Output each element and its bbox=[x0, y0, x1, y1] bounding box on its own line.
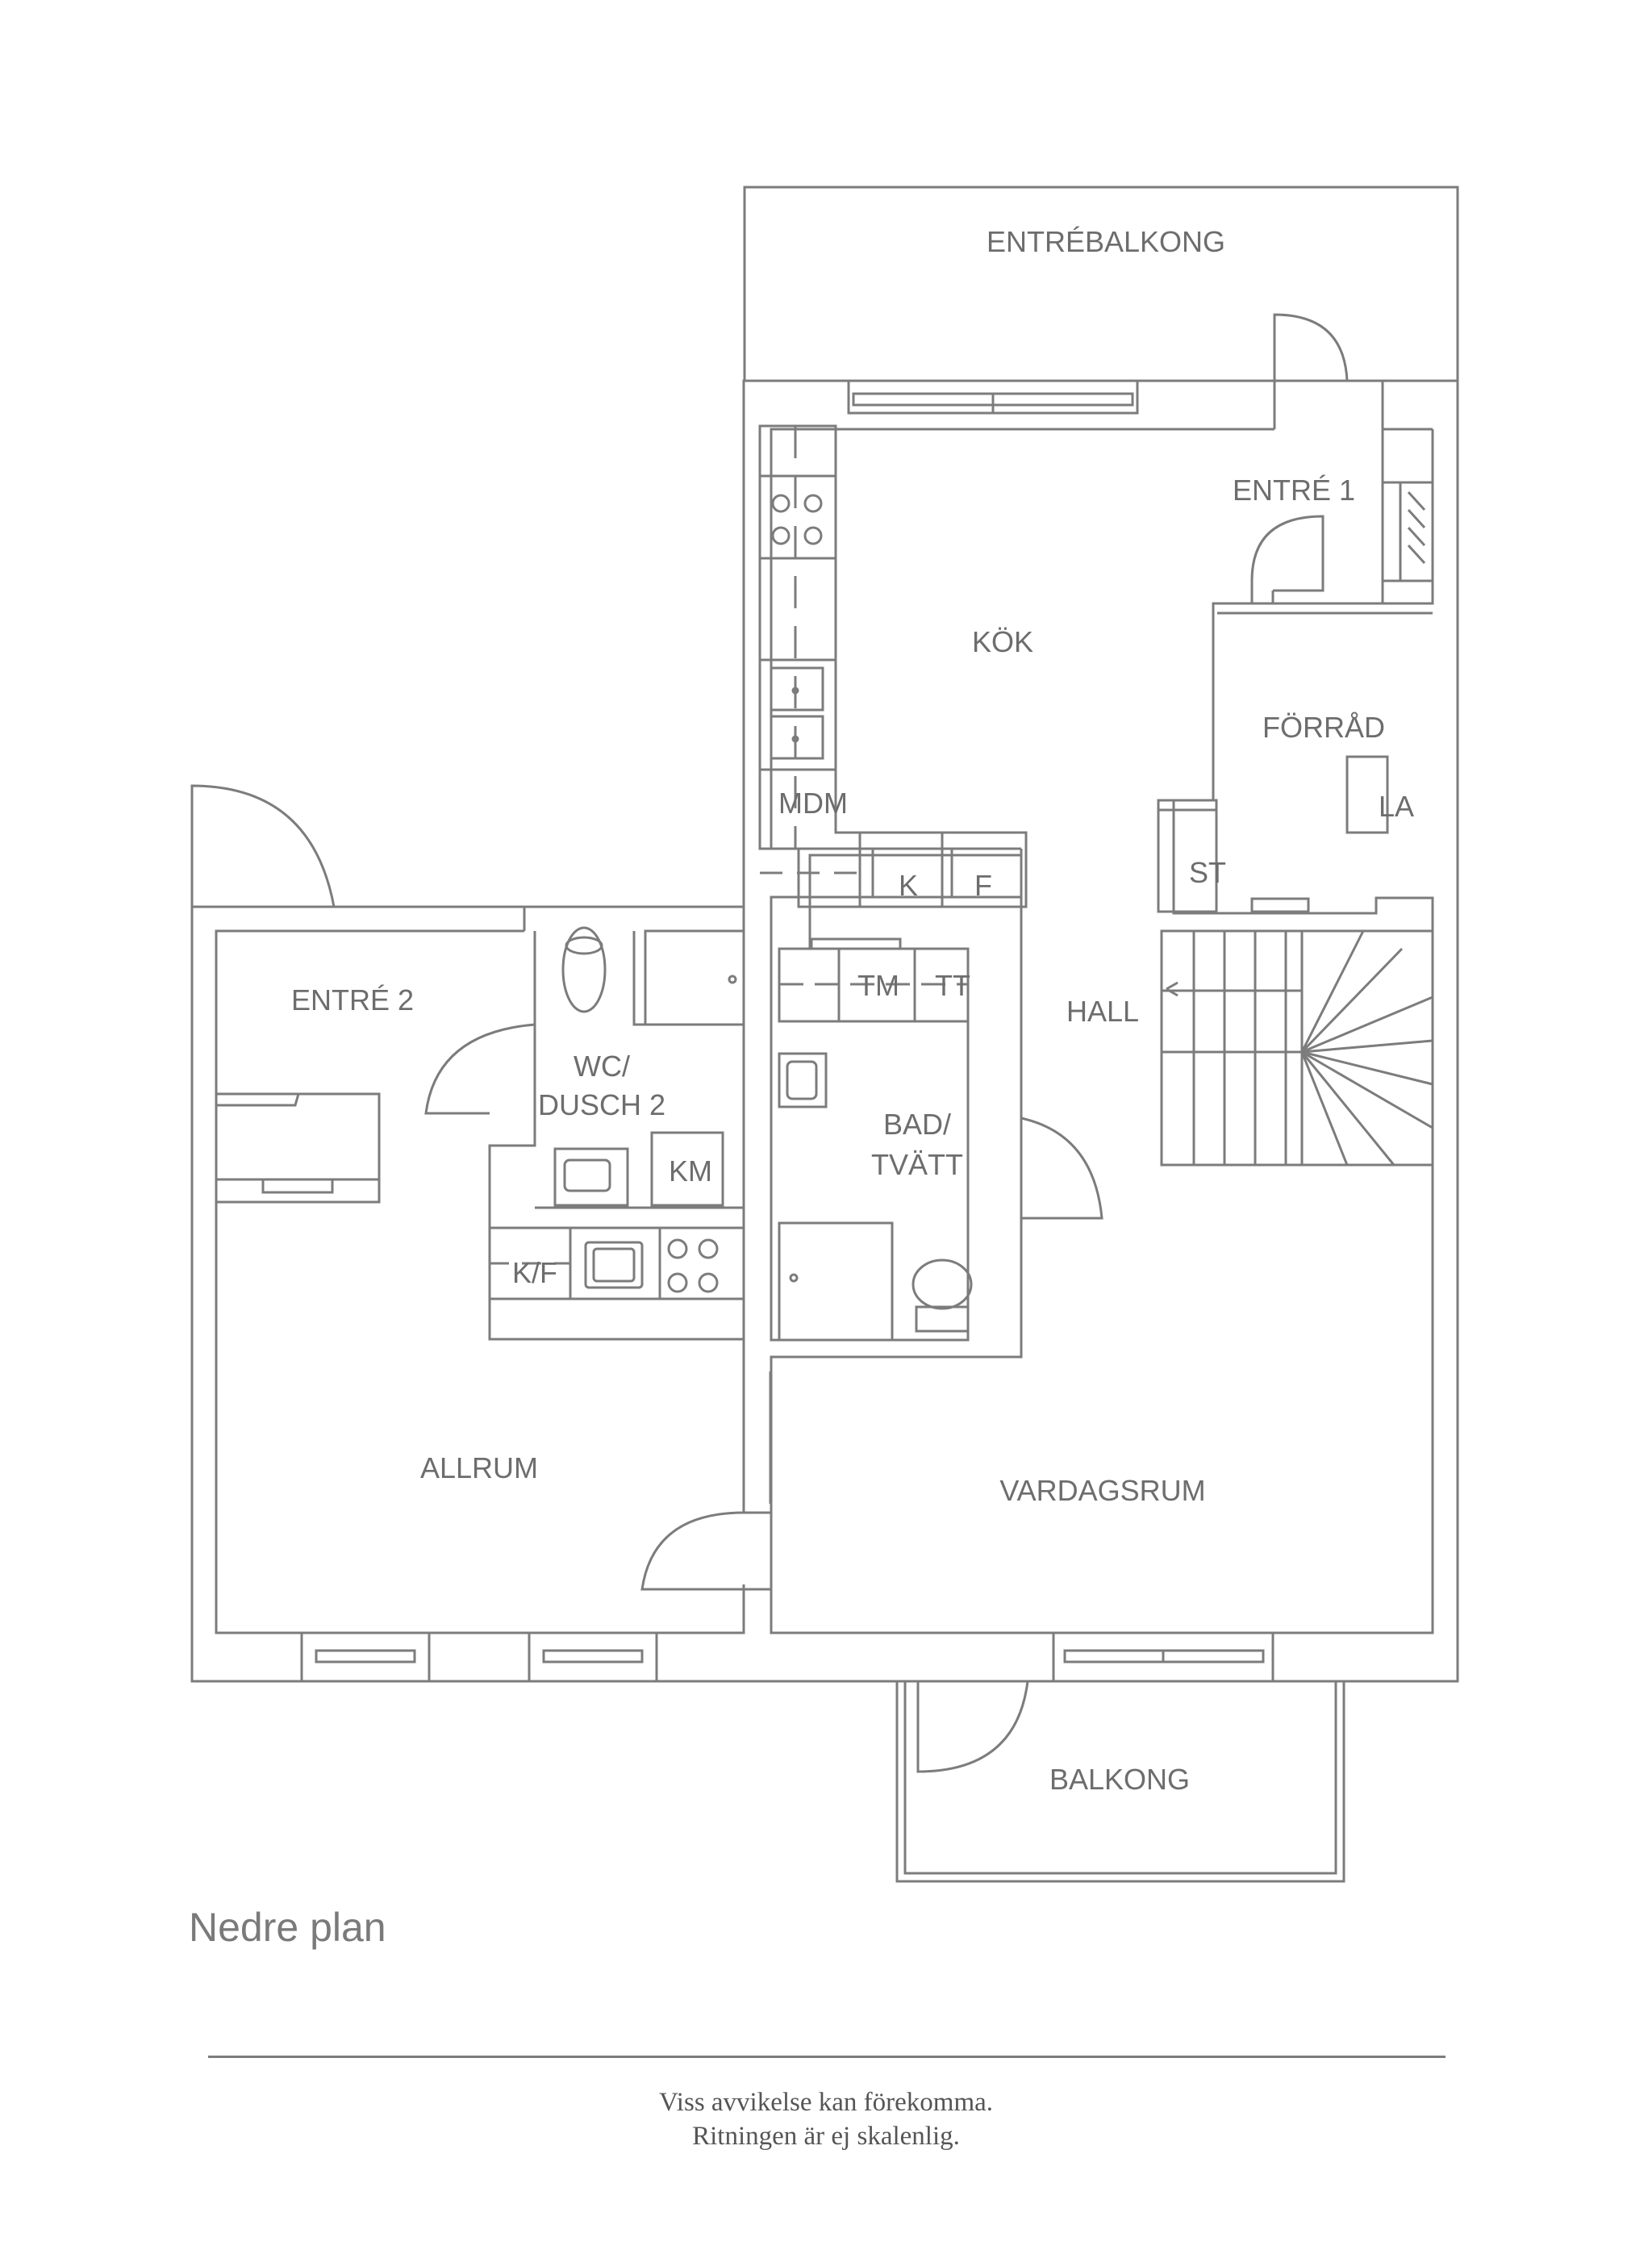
room-label-balkong: BALKONG bbox=[1049, 1763, 1190, 1796]
room-labels: ENTRÉBALKONG ENTRÉ 1 KÖK FÖRRÅD HALL ENT… bbox=[291, 225, 1385, 1796]
fixture-label-st: ST bbox=[1189, 856, 1226, 889]
disclaimer-line-1: Viss avvikelse kan förekomma. bbox=[658, 2088, 994, 2117]
fixture-label-mdm: MDM bbox=[778, 787, 848, 820]
outer-walls bbox=[190, 379, 1459, 1683]
wc-fixtures bbox=[553, 926, 745, 1207]
room-label-wc-line1: WC/ bbox=[574, 1050, 630, 1083]
room-label-vardagsrum: VARDAGSRUM bbox=[999, 1474, 1205, 1507]
room-label-kok: KÖK bbox=[972, 625, 1033, 658]
entry-balcony-window bbox=[847, 379, 1139, 415]
south-windows bbox=[300, 1631, 1274, 1683]
bathroom-fixtures bbox=[778, 937, 973, 1342]
room-label-forrad: FÖRRÅD bbox=[1262, 711, 1385, 744]
room-label-allrum: ALLRUM bbox=[420, 1451, 538, 1484]
forrad-fixtures bbox=[1157, 755, 1389, 913]
room-label-bad-line1: BAD/ bbox=[883, 1108, 951, 1141]
fixture-label-tt: TT bbox=[935, 969, 970, 1002]
kitchen-counter bbox=[758, 424, 1028, 908]
fixture-label-km: KM bbox=[669, 1154, 712, 1188]
room-label-entrebalkong: ENTRÉBALKONG bbox=[987, 225, 1225, 258]
entre2-fixtures bbox=[215, 1092, 381, 1204]
room-label-bad-line2: TVÄTT bbox=[871, 1148, 963, 1181]
fixture-label-k: K bbox=[899, 869, 918, 902]
south-balcony bbox=[895, 1681, 1345, 1883]
room-label-entre1: ENTRÉ 1 bbox=[1233, 474, 1355, 507]
room-label-entre2: ENTRÉ 2 bbox=[291, 983, 414, 1016]
plan-title: Nedre plan bbox=[189, 1905, 386, 1950]
fixture-label-kf: K/F bbox=[512, 1256, 557, 1289]
disclaimer-line-2: Ritningen är ej skalenlig. bbox=[692, 2122, 960, 2151]
fixture-label-f: F bbox=[974, 869, 992, 902]
divider-line bbox=[208, 2056, 1446, 2058]
storage-closet bbox=[1383, 481, 1434, 582]
kitchenette bbox=[488, 1226, 745, 1300]
fixture-labels: MDM K F ST LA TM TT KM K/F bbox=[512, 787, 1414, 1289]
staircase bbox=[1160, 929, 1434, 1167]
fixture-label-la: LA bbox=[1379, 790, 1414, 823]
room-label-hall: HALL bbox=[1066, 995, 1139, 1028]
room-label-wc-line2: DUSCH 2 bbox=[538, 1088, 665, 1121]
door-swings bbox=[190, 313, 1349, 1773]
entry-balcony-outline bbox=[743, 186, 1459, 382]
fixture-label-tm: TM bbox=[857, 969, 899, 1002]
